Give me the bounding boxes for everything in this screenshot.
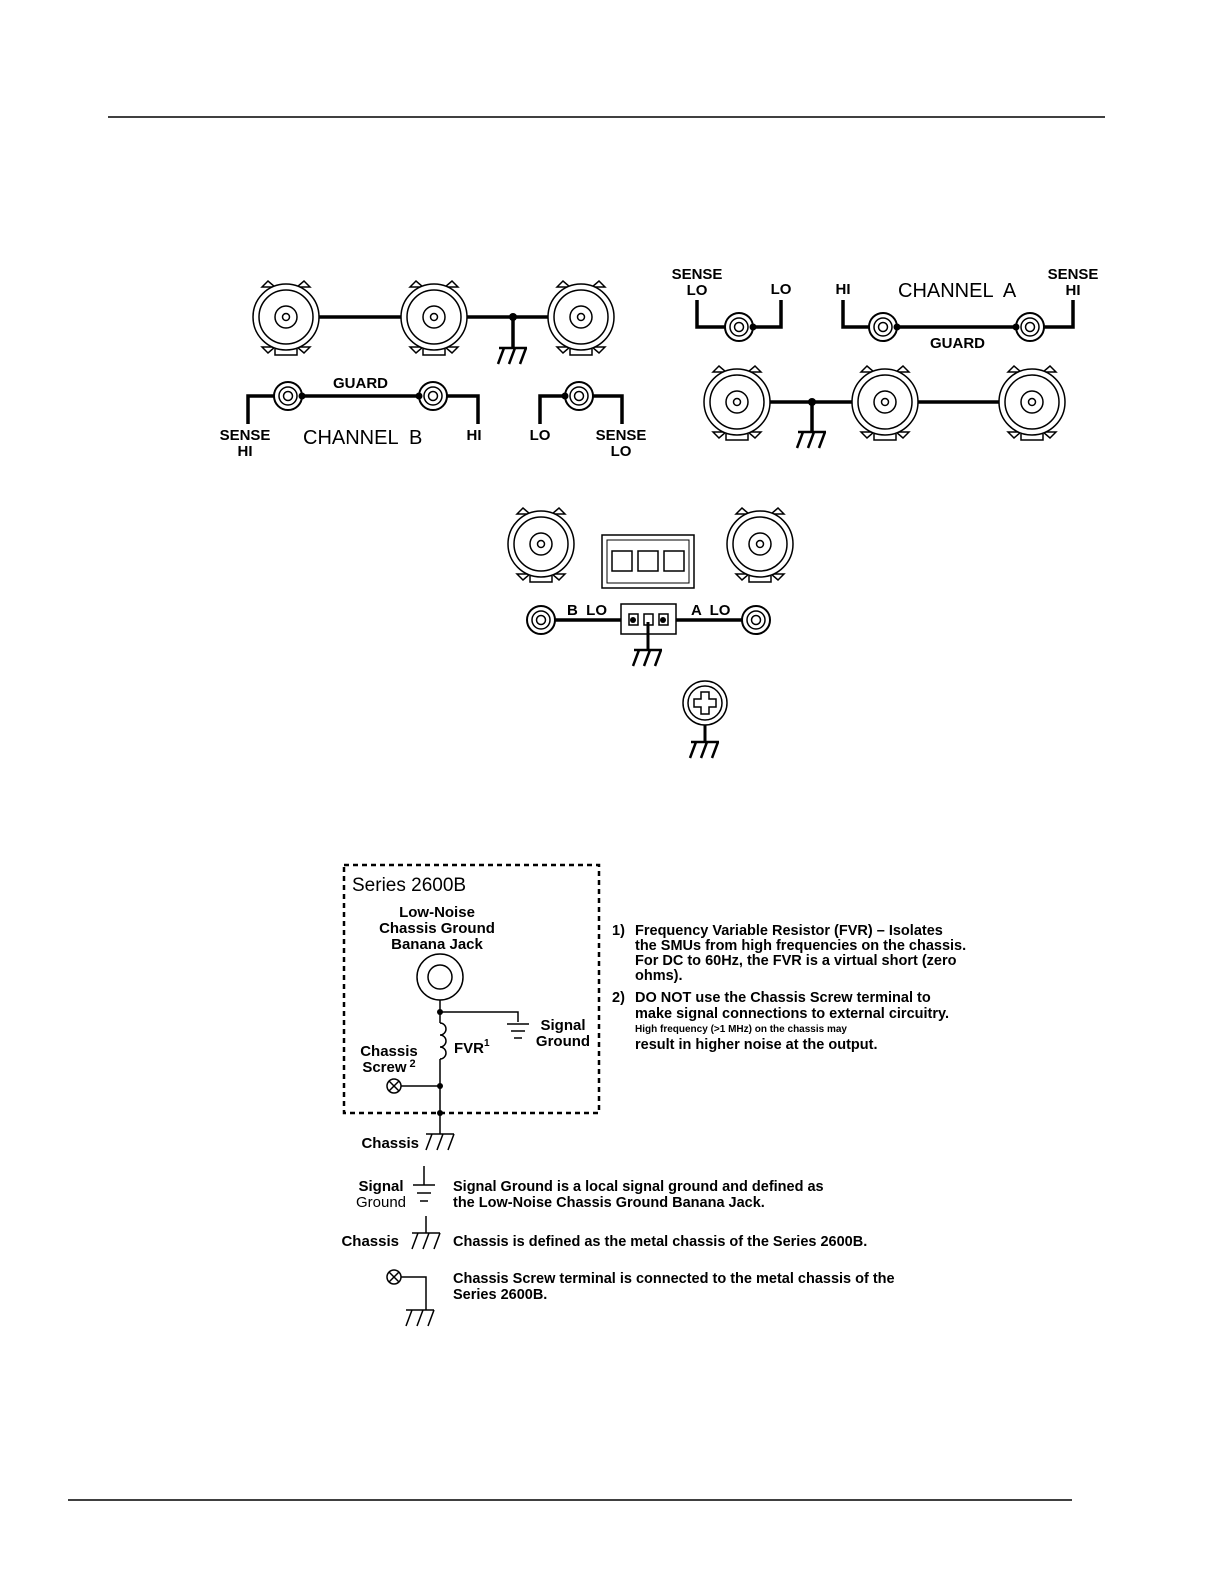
chassis-ground-icon — [688, 740, 721, 760]
jack-label: Banana Jack — [391, 936, 483, 953]
sense-lo-jack-icon — [724, 312, 754, 342]
sense-hi-label: HI — [1066, 282, 1081, 299]
triax-connector-icon — [703, 365, 771, 441]
chassis-ground-icon — [631, 648, 664, 668]
interlock-connector-icon — [601, 534, 695, 589]
sense-lo-label: SENSE — [596, 427, 647, 444]
note-2-line: make signal connections to external circ… — [635, 1006, 949, 1022]
channel-b-panel: GUARD SENSE HI CHANNEL B HI LO SENSE LO — [220, 280, 647, 460]
sense-lo-label: LO — [687, 282, 708, 299]
sense-lo-jack-icon — [564, 381, 594, 411]
chassis-label: Chassis — [361, 1135, 419, 1152]
triax-connector-icon — [507, 507, 575, 583]
hi-label: HI — [467, 427, 482, 444]
chassis-screw-icon — [386, 1269, 402, 1285]
legend-signal-ground-label: Signal — [358, 1178, 403, 1195]
sense-hi-jack-icon — [1015, 312, 1045, 342]
legend-screw-text: Chassis Screw terminal is connected to t… — [453, 1271, 895, 1287]
chassis-ground-icon — [795, 430, 828, 450]
fvr-label: FVR1 — [454, 1038, 490, 1057]
banana-jack-icon — [416, 953, 464, 1001]
chassis-ground-icon — [411, 1232, 441, 1250]
chassis-screw-label: Chassis — [360, 1043, 418, 1060]
chassis-ground-icon — [425, 1133, 455, 1151]
chassis-ground-icon — [405, 1309, 435, 1327]
jack-label: Chassis Ground — [379, 920, 495, 937]
channel-a-label: CHANNEL A — [898, 280, 1017, 302]
signal-ground-icon — [413, 1166, 435, 1202]
triax-connector-icon — [252, 280, 320, 356]
center-panel: B LO A LO — [507, 507, 794, 760]
legend-screw-text: Series 2600B. — [453, 1287, 547, 1303]
note-1-line: Frequency Variable Resistor (FVR) – Isol… — [635, 923, 943, 939]
note-2-line: result in higher noise at the output. — [635, 1037, 877, 1053]
series-2600b-boundary — [342, 863, 601, 1115]
sense-hi-label: SENSE — [1048, 266, 1099, 283]
sense-hi-jack-icon — [273, 381, 303, 411]
triax-connector-icon — [998, 365, 1066, 441]
sense-lo-label: SENSE — [672, 266, 723, 283]
chassis-screw-icon — [386, 1078, 402, 1094]
hi-label: HI — [836, 281, 851, 298]
a-lo-jack-icon — [741, 605, 771, 635]
note-1-line: the SMUs from high frequencies on the ch… — [635, 938, 966, 954]
chassis-screw-terminal-icon — [682, 680, 728, 726]
triax-connector-icon — [547, 280, 615, 356]
channel-b-label: CHANNEL B — [303, 427, 422, 449]
legend-signal-ground-text: Signal Ground is a local signal ground a… — [453, 1179, 824, 1195]
ground-schematic: Series 2600B Low-Noise Chassis Ground Ba… — [342, 863, 601, 1152]
note-2-number: 2) — [612, 990, 625, 1006]
legend-chassis-text: Chassis is defined as the metal chassis … — [453, 1234, 867, 1250]
note-2-line: DO NOT use the Chassis Screw terminal to — [635, 990, 931, 1006]
sense-lo-label: LO — [611, 443, 632, 460]
sense-hi-label: SENSE — [220, 427, 271, 444]
lo-label: LO — [530, 427, 551, 444]
triax-connector-icon — [851, 365, 919, 441]
chassis-ground-icon — [496, 346, 529, 366]
note-1-line: For DC to 60Hz, the FVR is a virtual sho… — [635, 953, 957, 969]
guard-label: GUARD — [333, 375, 388, 392]
b-lo-label: B LO — [567, 602, 607, 619]
legend: Signal Ground Signal Ground is a local s… — [341, 1166, 895, 1327]
triax-connector-icon — [400, 280, 468, 356]
channel-a-panel: SENSE LO LO HI CHANNEL A SENSE HI GUARD — [672, 266, 1099, 450]
hi-jack-icon — [418, 381, 448, 411]
schematic-title: Series 2600B — [352, 875, 466, 896]
sense-hi-label: HI — [238, 443, 253, 460]
note-1-line: ohms). — [635, 968, 683, 984]
fvr-inductor-icon — [439, 1022, 447, 1060]
lo-label: LO — [771, 281, 792, 298]
footnotes: 1) Frequency Variable Resistor (FVR) – I… — [612, 923, 966, 1053]
signal-ground-label: Ground — [536, 1033, 590, 1050]
triax-connector-icon — [726, 507, 794, 583]
guard-label: GUARD — [930, 335, 985, 352]
legend-signal-ground-text: the Low-Noise Chassis Ground Banana Jack… — [453, 1195, 765, 1211]
hi-jack-icon — [868, 312, 898, 342]
signal-ground-icon — [507, 1023, 529, 1039]
jack-label: Low-Noise — [399, 904, 475, 921]
legend-signal-ground-label: Ground — [356, 1194, 406, 1211]
a-lo-label: A LO — [691, 602, 731, 619]
legend-chassis-label: Chassis — [341, 1233, 399, 1250]
b-lo-jack-icon — [526, 605, 556, 635]
note-2-small: High frequency (>1 MHz) on the chassis m… — [635, 1024, 847, 1035]
signal-ground-label: Signal — [540, 1017, 585, 1034]
note-1-number: 1) — [612, 923, 625, 939]
